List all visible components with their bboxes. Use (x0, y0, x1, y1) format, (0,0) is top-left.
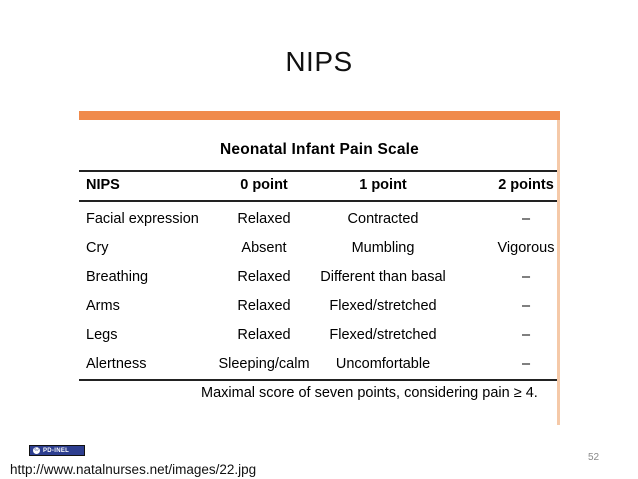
table-cell: Flexed/stretched (329, 298, 437, 314)
table-cell: Sleeping/calm (218, 356, 310, 372)
table-rule-header (79, 200, 557, 202)
table-cell: Contracted (347, 211, 419, 227)
page-number: 52 (588, 452, 600, 463)
license-badge[interactable]: © PD-INEL (29, 445, 85, 456)
image-edge (557, 120, 560, 425)
table-cell: Relaxed (237, 269, 291, 285)
slide-title: NIPS (285, 46, 353, 77)
table-cell: Uncomfortable (335, 356, 431, 372)
license-badge-label: PD-INEL (43, 447, 70, 454)
header-0-point: 0 point (240, 177, 288, 193)
table-cell: Relaxed (237, 327, 291, 343)
table-cell: Different than basal (320, 269, 446, 285)
table-cell: Relaxed (237, 211, 291, 227)
table-cell: – (521, 211, 531, 227)
table-cell: – (521, 327, 531, 343)
table-cell: Absent (241, 240, 287, 256)
table-cell: Relaxed (237, 298, 291, 314)
table-rule-top (79, 170, 557, 172)
row-label-facial-expression: Facial expression (86, 211, 199, 227)
table-cell: Flexed/stretched (329, 327, 437, 343)
header-nips: NIPS (86, 177, 120, 193)
table-cell: – (521, 298, 531, 314)
row-label-alertness: Alertness (86, 356, 147, 372)
source-url-link[interactable]: http://www.natalnurses.net/images/22.jpg (10, 462, 257, 477)
row-label-legs: Legs (86, 327, 118, 343)
row-label-arms: Arms (86, 298, 120, 314)
license-icon: © (33, 447, 40, 454)
table-title: Neonatal Infant Pain Scale (219, 141, 419, 158)
row-label-cry: Cry (86, 240, 109, 256)
table-cell: Vigorous (497, 240, 555, 256)
table-cell: Mumbling (351, 240, 415, 256)
table-footnote: Maximal score of seven points, consideri… (201, 385, 538, 401)
header-1-point: 1 point (359, 177, 407, 193)
table-cell: – (521, 269, 531, 285)
header-2-points: 2 points (498, 177, 554, 193)
table-rule-bottom (79, 379, 557, 381)
row-label-breathing: Breathing (86, 269, 149, 285)
accent-bar (79, 111, 560, 120)
table-cell: – (521, 356, 531, 372)
